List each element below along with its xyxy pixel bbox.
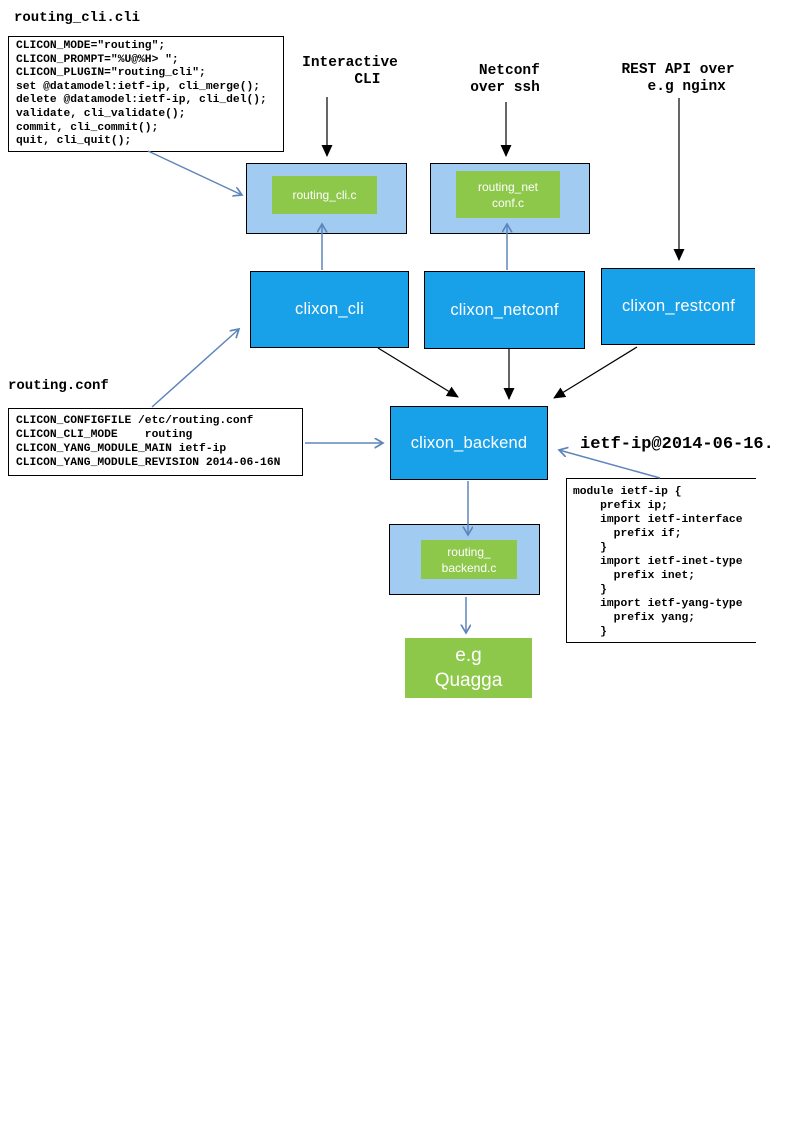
yang-file-code: module ietf-ip { prefix ip; import ietf-… bbox=[566, 478, 756, 643]
yang-file-title: ietf-ip@2014-06-16. bbox=[580, 435, 774, 454]
rest-api-label: REST API over e.g nginx bbox=[621, 62, 735, 95]
backend-plugin-box: routing_ backend.c bbox=[421, 540, 517, 579]
arrow-cli-file-to-cli-plugin bbox=[147, 150, 242, 195]
cli-file-title: routing_cli.cli bbox=[14, 10, 141, 26]
conf-file-code: CLICON_CONFIGFILE /etc/routing.conf CLIC… bbox=[8, 408, 303, 476]
arrow-yang-file-to-backend bbox=[559, 450, 661, 479]
quagga-box: e.g Quagga bbox=[405, 638, 532, 698]
interactive-cli-label: Interactive CLI bbox=[302, 55, 398, 88]
arrow-restconf-to-backend bbox=[553, 346, 638, 399]
arrow-cli-to-backend bbox=[377, 347, 459, 398]
clixon-restconf-box: clixon_restconf bbox=[601, 268, 755, 345]
cli-file-code: CLICON_MODE="routing"; CLICON_PROMPT="%U… bbox=[8, 36, 284, 152]
netconf-over-ssh-label: Netconf over ssh bbox=[470, 63, 540, 96]
conf-file-title: routing.conf bbox=[8, 378, 109, 394]
clixon-netconf-box: clixon_netconf bbox=[424, 271, 585, 349]
clixon-backend-box: clixon_backend bbox=[390, 406, 548, 480]
arrow-conf-file-to-clixon-cli bbox=[151, 329, 239, 408]
clixon-cli-box: clixon_cli bbox=[250, 271, 409, 348]
cli-plugin-box: routing_cli.c bbox=[272, 176, 377, 214]
netconf-plugin-box: routing_net conf.c bbox=[456, 171, 560, 218]
